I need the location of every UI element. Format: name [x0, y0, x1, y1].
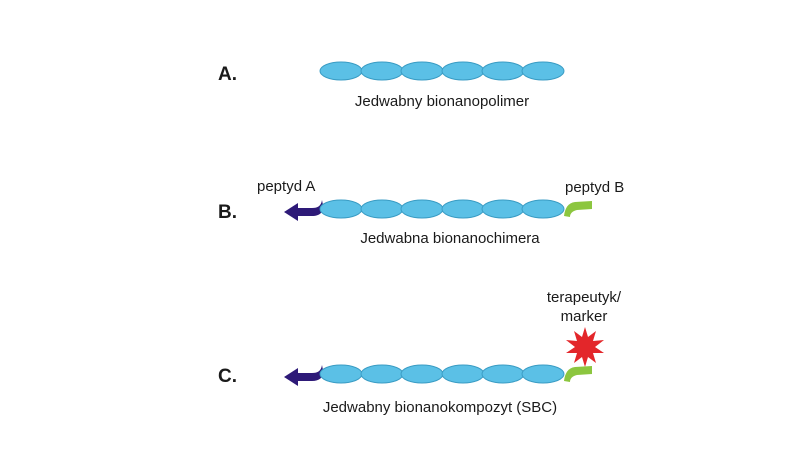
silk-bead: [400, 199, 444, 219]
peptide-b-hook: [564, 201, 592, 217]
silk-bead: [521, 199, 565, 219]
panel-a-letter: A.: [218, 64, 237, 85]
panel-a: A. Jedwabny bionanopolimer: [218, 61, 565, 110]
peptide-a-label: peptyd A: [257, 178, 315, 195]
silk-bead: [481, 364, 525, 384]
peptide-b-label: peptyd B: [565, 179, 624, 196]
therapeutic-label-line1: terapeutyk/: [547, 289, 622, 306]
silk-chain-b: [319, 199, 565, 219]
silk-chain-c: [319, 364, 565, 384]
therapeutic-label-line2: marker: [561, 308, 608, 325]
peptide-a-arrow: [284, 365, 324, 386]
panel-a-caption: Jedwabny bionanopolimer: [355, 93, 529, 110]
peptide-a-arrow: [284, 200, 324, 221]
silk-bead: [441, 364, 485, 384]
silk-bead: [441, 199, 485, 219]
panel-b-caption: Jedwabna bionanochimera: [360, 230, 540, 247]
therapeutic-star-icon: [566, 327, 604, 367]
silk-bead: [360, 364, 404, 384]
silk-bead: [360, 61, 404, 81]
silk-bead: [400, 364, 444, 384]
panel-c-letter: C.: [218, 366, 237, 387]
silk-bead: [360, 199, 404, 219]
silk-bead: [521, 61, 565, 81]
silk-bead: [481, 61, 525, 81]
silk-bead: [319, 61, 363, 81]
silk-chain-a: [319, 61, 565, 81]
silk-bead: [521, 364, 565, 384]
silk-bead: [441, 61, 485, 81]
panel-c: C. terapeutyk/ marker Jedwabny bionanoko…: [218, 289, 622, 416]
silk-bead: [319, 364, 363, 384]
panel-b-letter: B.: [218, 202, 237, 223]
silk-bead: [319, 199, 363, 219]
panel-b: B. peptyd A peptyd B Jedwabna bionanochi…: [218, 178, 624, 247]
panel-c-caption: Jedwabny bionanokompozyt (SBC): [323, 399, 557, 416]
silk-bead: [400, 61, 444, 81]
silk-bead: [481, 199, 525, 219]
peptide-b-hook: [564, 366, 592, 382]
